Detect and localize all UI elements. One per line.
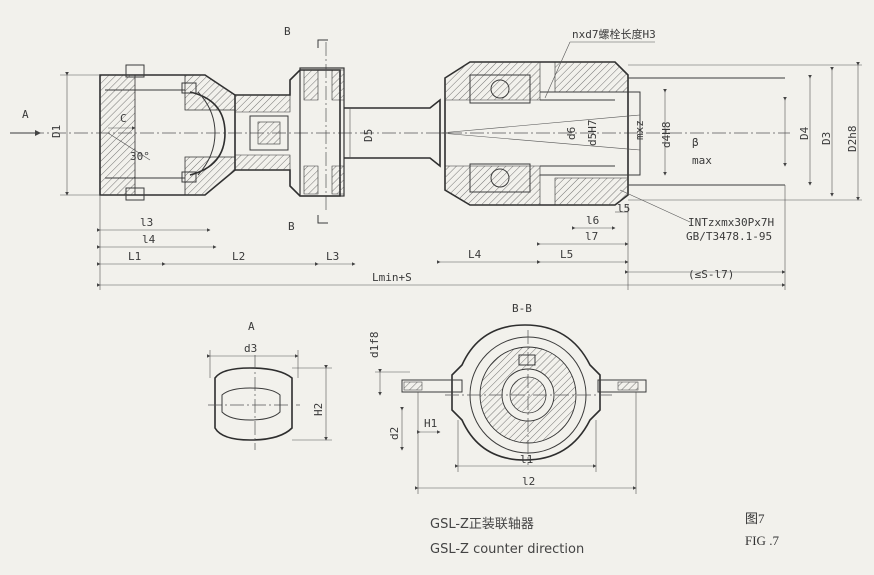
label-max: max <box>692 154 712 167</box>
label-H2: H2 <box>312 403 325 416</box>
label-section-b-bottom: B <box>288 220 295 233</box>
label-bl2: l2 <box>522 475 535 488</box>
label-H1: H1 <box>424 417 437 430</box>
caption-cn: GSL-Z正装联轴器 <box>430 517 534 532</box>
label-D2: D2h8 <box>846 126 859 153</box>
label-mxz: mxz <box>633 120 646 140</box>
view-a-end-view <box>207 350 332 450</box>
label-angle: 30° <box>130 150 150 163</box>
label-L3: L3 <box>326 250 339 263</box>
cross-journal <box>189 91 226 176</box>
label-spline: INTzxmx30Px7H <box>688 216 774 229</box>
main-assembly-view <box>10 39 862 290</box>
label-bb-title: B-B <box>512 302 532 315</box>
label-standard: GB/T3478.1-95 <box>686 230 772 243</box>
label-L5: L5 <box>560 248 573 261</box>
label-L1: L1 <box>128 250 141 263</box>
section-b-b-view <box>375 324 647 494</box>
label-d1: D1 <box>50 125 63 138</box>
label-c: C <box>120 112 127 125</box>
label-view-a-title: A <box>248 320 255 333</box>
label-l7: l7 <box>585 230 598 243</box>
label-bl1: l1 <box>520 453 533 466</box>
label-D4: D4 <box>798 126 811 140</box>
label-l6: l6 <box>586 214 599 227</box>
caption-en: GSL-Z counter direction <box>430 542 584 557</box>
label-lmin: Lmin+S <box>372 271 412 284</box>
label-D3: D3 <box>820 132 833 145</box>
label-L2: L2 <box>232 250 245 263</box>
label-beta: β <box>692 136 699 149</box>
figure-cn: 图7 <box>745 511 765 526</box>
label-l3: l3 <box>140 216 153 229</box>
label-D5: D5 <box>362 129 375 142</box>
label-d1f8: d1f8 <box>368 332 381 359</box>
label-bolt-note: nxd7螺栓长度H3 <box>572 27 656 41</box>
label-d5: d5H7 <box>586 120 599 147</box>
label-section-b-top: B <box>284 25 291 38</box>
label-d3: d3 <box>244 342 257 355</box>
figure-en: FIG .7 <box>745 533 779 548</box>
label-L4: L4 <box>468 248 482 261</box>
label-l4: l4 <box>142 233 156 246</box>
label-l5: l5 <box>617 202 630 215</box>
label-range: (≤S-l7) <box>688 268 734 281</box>
middle-body <box>235 69 341 197</box>
label-d4: d4H8 <box>660 122 673 149</box>
label-d2: d2 <box>388 427 401 440</box>
label-d6: d6 <box>565 127 578 140</box>
label-view-a: A <box>22 108 29 121</box>
